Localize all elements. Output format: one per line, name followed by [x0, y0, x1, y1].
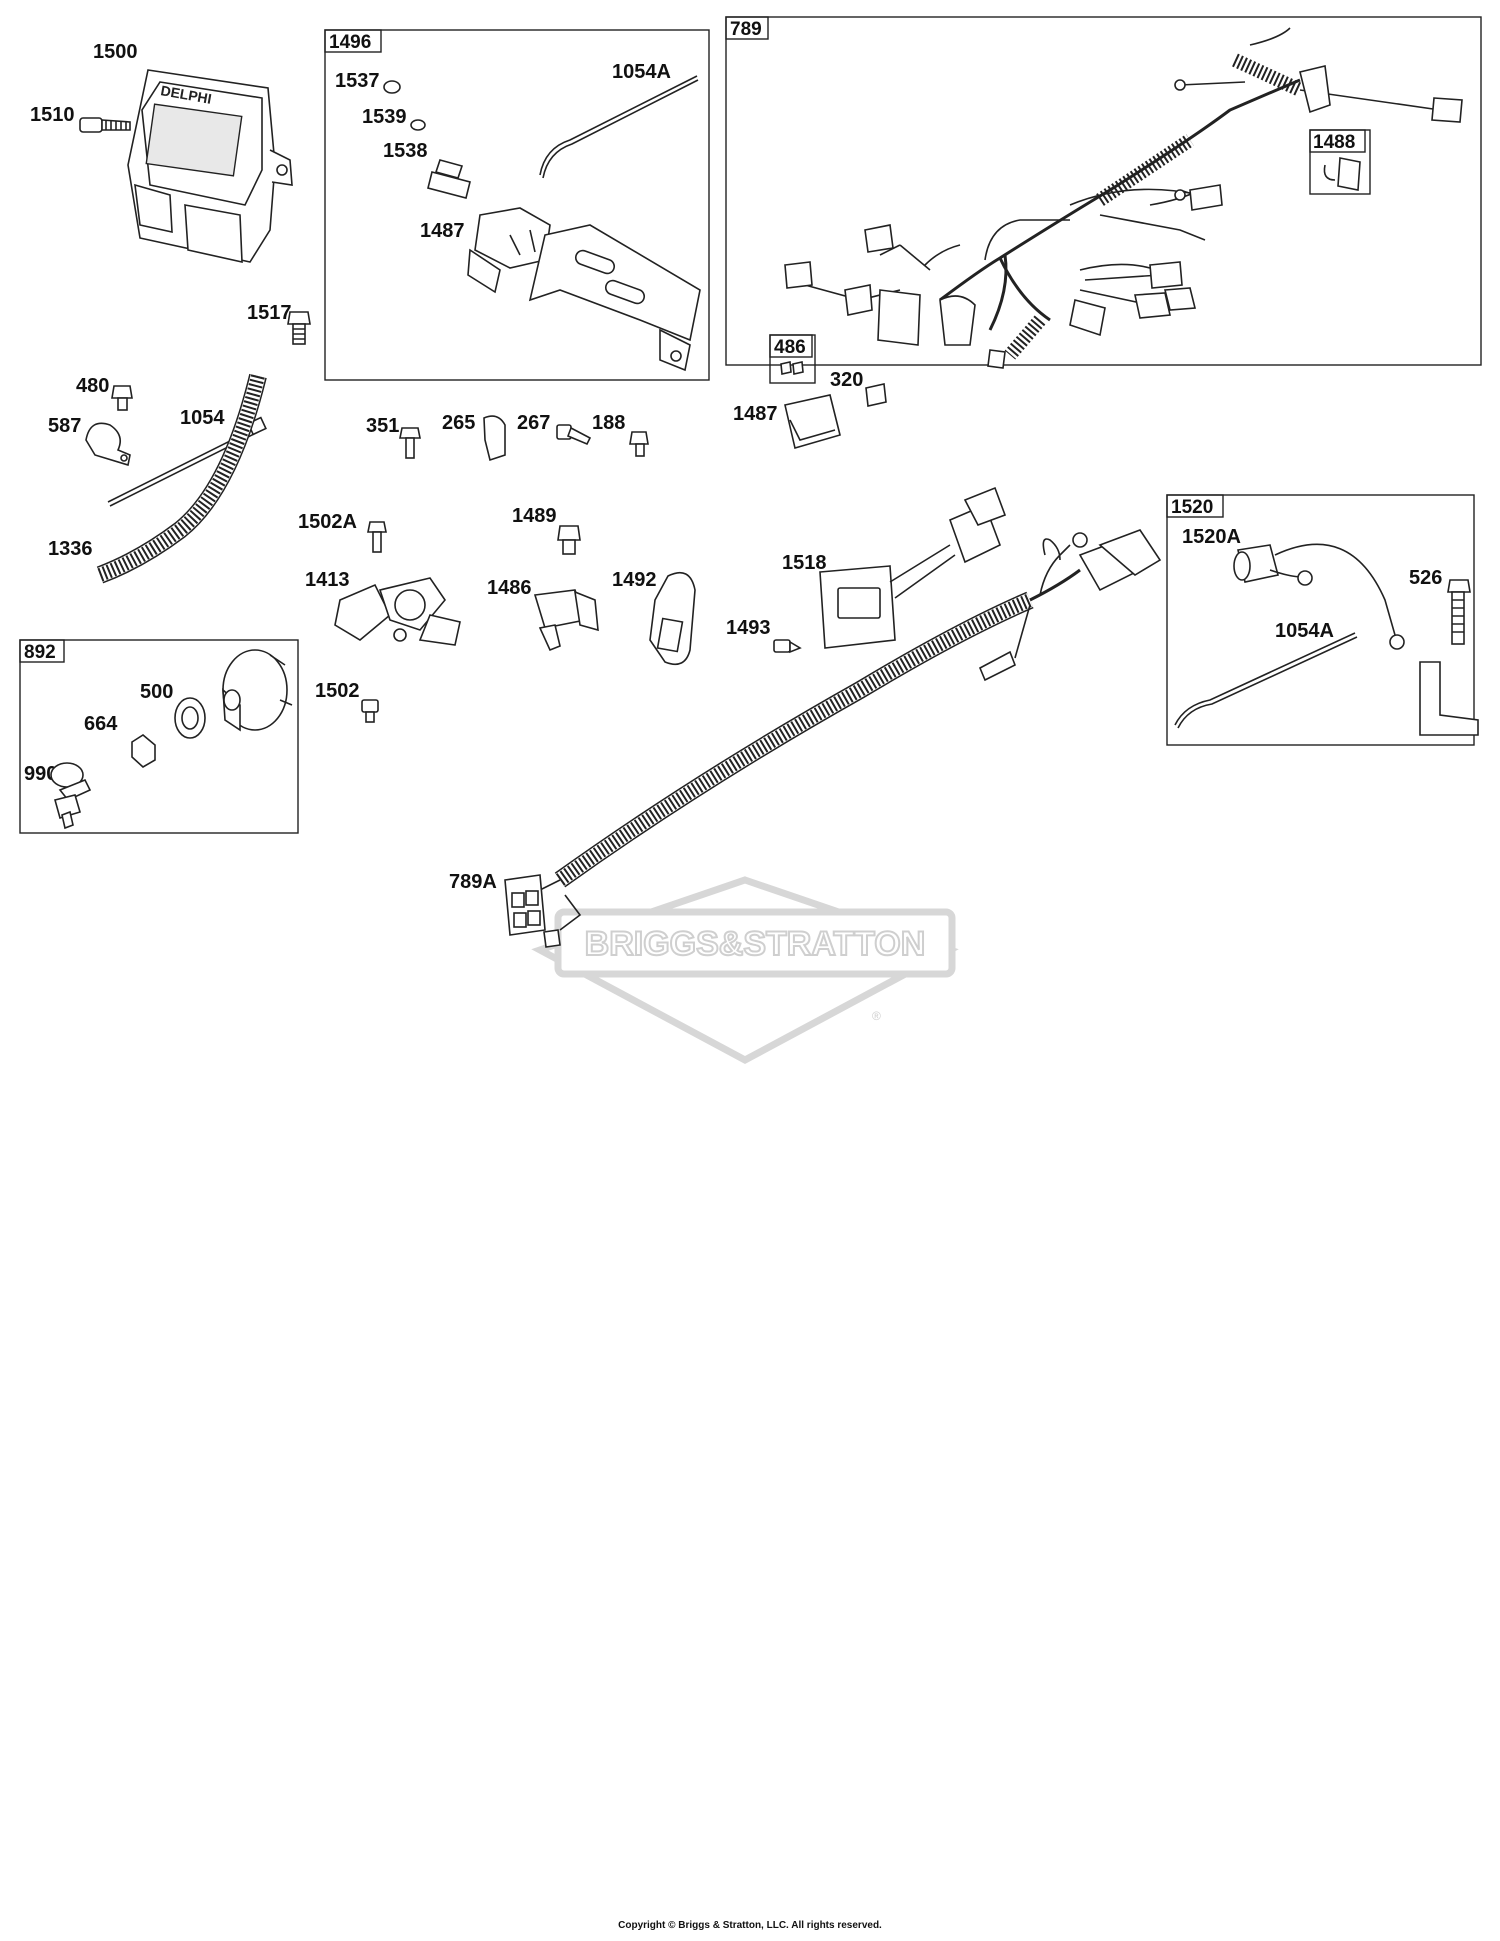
label-1537: 1537 [335, 70, 380, 92]
watermark-text: BRIGGS&STRATTON [585, 925, 926, 963]
ignition-switch-892-part[interactable] [222, 649, 293, 732]
label-1054A-top: 1054A [612, 61, 671, 83]
label-1487a: 1487 [420, 220, 465, 242]
bolt-267-part[interactable] [556, 424, 592, 446]
washer-1539-part[interactable] [410, 119, 426, 131]
label-1502: 1502 [315, 680, 360, 702]
connector-1488-part[interactable] [1337, 157, 1361, 191]
label-1538: 1538 [383, 140, 428, 162]
screw-188-part[interactable] [629, 431, 649, 457]
screw-480-part[interactable] [111, 385, 133, 411]
label-990: 990 [24, 763, 57, 785]
label-1054: 1054 [180, 407, 225, 429]
kit-892-tag [19, 639, 65, 663]
label-1518: 1518 [782, 552, 827, 574]
screw-1493-part[interactable] [773, 639, 802, 654]
sensor-1487-part[interactable] [467, 207, 551, 294]
grommet-1538-part[interactable] [427, 159, 471, 199]
label-265: 265 [442, 412, 475, 434]
watermark-registered-mark: ® [872, 1009, 881, 1023]
relay-320-part[interactable] [865, 383, 887, 407]
label-1496: 1496 [329, 32, 371, 53]
label-486: 486 [774, 337, 806, 358]
label-500: 500 [140, 681, 173, 703]
screw-1502-part[interactable] [361, 699, 379, 723]
kit-1496-tag [324, 29, 382, 53]
harness-789-frame [725, 16, 1482, 366]
kit-1496-frame [324, 29, 710, 381]
label-664: 664 [84, 713, 118, 735]
bracket-1520-part[interactable] [1419, 661, 1479, 736]
sensor-1486-part[interactable] [533, 589, 599, 652]
bolt-526-part[interactable] [1447, 579, 1471, 645]
label-1054A-right: 1054A [1275, 620, 1334, 642]
label-1502A: 1502A [298, 511, 357, 533]
label-188: 188 [592, 412, 625, 434]
label-526: 526 [1409, 567, 1442, 589]
conduit-1336-part[interactable] [96, 373, 267, 584]
label-1336: 1336 [48, 538, 93, 560]
label-1487b: 1487 [733, 403, 778, 425]
clip-265-part[interactable] [483, 415, 506, 462]
label-1520: 1520 [1171, 497, 1213, 518]
sensor-1487-harness-part[interactable] [784, 394, 841, 450]
label-789A: 789A [449, 871, 497, 893]
sensor-1492-part[interactable] [649, 571, 696, 666]
screw-1510-part[interactable] [79, 117, 131, 133]
harness-789A-part[interactable] [504, 529, 1162, 948]
screw-1517-part[interactable] [287, 311, 311, 345]
label-1500: 1500 [93, 41, 138, 63]
label-1520A: 1520A [1182, 526, 1241, 548]
label-892: 892 [24, 642, 56, 663]
fuse-486-part[interactable] [780, 361, 804, 375]
copyright-footer: Copyright © Briggs & Stratton, LLC. All … [618, 1920, 882, 1931]
nut-664-part[interactable] [131, 734, 156, 768]
label-1539: 1539 [362, 106, 407, 128]
screw-1502A-part[interactable] [367, 521, 387, 553]
screw-351-part[interactable] [399, 427, 421, 459]
briggs-stratton-watermark: BRIGGS&STRATTON ® [531, 876, 959, 1064]
bracket-1496-part[interactable] [528, 224, 701, 372]
label-480: 480 [76, 375, 109, 397]
kit-892-frame [19, 639, 299, 834]
label-1489: 1489 [512, 505, 557, 527]
label-587: 587 [48, 415, 81, 437]
kit-486-tag [769, 334, 813, 358]
clamp-587-part[interactable] [85, 422, 131, 467]
main-harness-789-part[interactable] [784, 27, 1463, 369]
kit-1488-tag [1309, 129, 1366, 153]
kit-1520-tag [1166, 494, 1224, 518]
sensor-1520A-part[interactable] [1233, 543, 1405, 650]
harness-789-tag [725, 16, 769, 40]
label-1413: 1413 [305, 569, 350, 591]
label-1493: 1493 [726, 617, 771, 639]
ecm-module-part[interactable]: DELPHI [127, 69, 293, 264]
nut-1537-part[interactable] [383, 80, 401, 94]
label-1486: 1486 [487, 577, 532, 599]
label-351: 351 [366, 415, 399, 437]
screw-1489-part[interactable] [557, 525, 581, 555]
label-789: 789 [730, 19, 762, 40]
key-990-part[interactable] [50, 762, 92, 830]
harness-1518-part[interactable] [819, 486, 1007, 649]
cable-tie-1054A-right-part[interactable] [1174, 632, 1358, 729]
label-1492: 1492 [612, 569, 657, 591]
lockwasher-500-part[interactable] [174, 697, 206, 739]
label-1517: 1517 [247, 302, 292, 324]
throttle-body-1413-part[interactable] [334, 577, 461, 646]
label-320: 320 [830, 369, 863, 391]
kit-1520-frame [1166, 494, 1475, 746]
label-1488: 1488 [1313, 132, 1355, 153]
cable-tie-1054A-top-part[interactable] [539, 75, 698, 176]
label-267: 267 [517, 412, 550, 434]
label-1510: 1510 [30, 104, 75, 126]
